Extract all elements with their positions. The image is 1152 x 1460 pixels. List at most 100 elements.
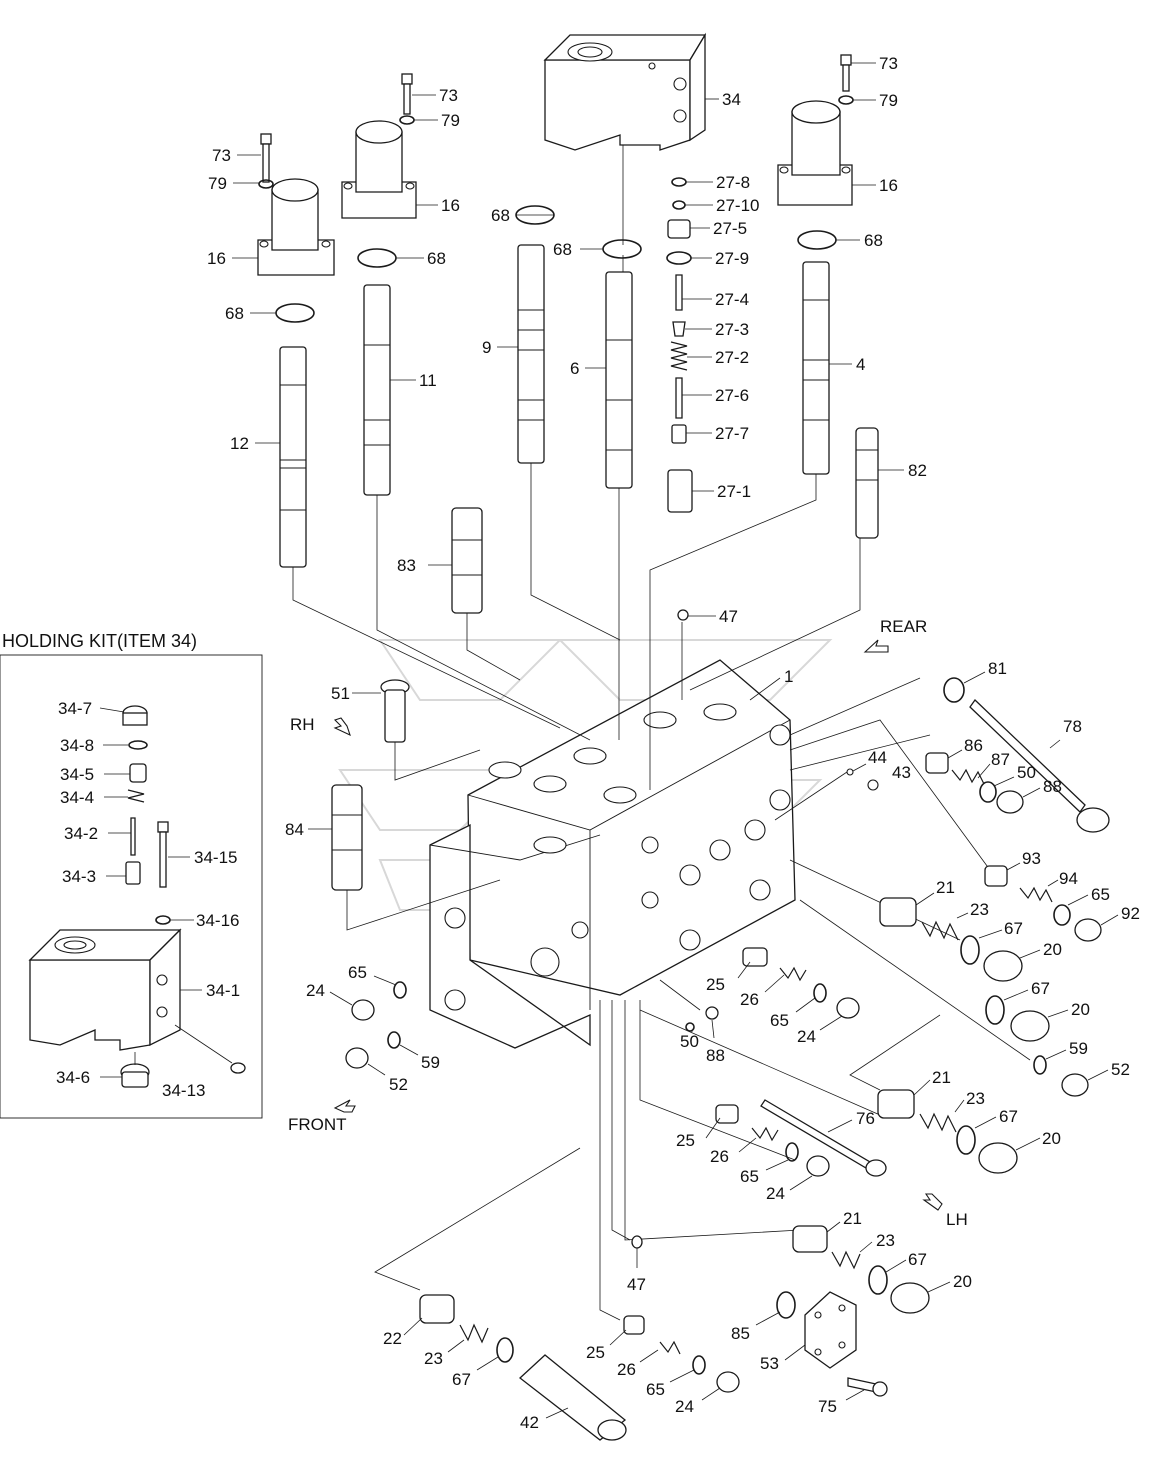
direction-rh: RH xyxy=(290,715,315,734)
main-valve-body-1 xyxy=(429,659,796,1049)
label-79: 79 xyxy=(441,111,460,130)
label-11: 11 xyxy=(419,371,437,390)
label-68: 68 xyxy=(491,206,510,225)
holding-block-34 xyxy=(543,32,707,151)
leader-lines xyxy=(99,62,1119,1419)
spool-4 xyxy=(802,261,830,475)
label-85: 85 xyxy=(731,1324,750,1343)
label-34-6: 34-6 xyxy=(56,1068,90,1087)
label-34-3: 34-3 xyxy=(62,867,96,886)
label-1: 1 xyxy=(784,667,793,686)
label-24: 24 xyxy=(766,1184,785,1203)
label-65: 65 xyxy=(740,1167,759,1186)
label-27-6: 27-6 xyxy=(715,386,749,405)
label-87: 87 xyxy=(991,750,1010,769)
label-25: 25 xyxy=(586,1343,605,1362)
label-26: 26 xyxy=(710,1147,729,1166)
label-21: 21 xyxy=(936,878,955,897)
label-68: 68 xyxy=(864,231,883,250)
label-42: 42 xyxy=(520,1413,539,1432)
label-84: 84 xyxy=(285,820,304,839)
label-21: 21 xyxy=(843,1209,862,1228)
label-23: 23 xyxy=(424,1349,443,1368)
label-52: 52 xyxy=(389,1075,408,1094)
label-34-2: 34-2 xyxy=(64,824,98,843)
label-81: 81 xyxy=(988,659,1007,678)
label-34-1: 34-1 xyxy=(206,981,240,1000)
label-34-7: 34-7 xyxy=(58,699,92,718)
label-27-4: 27-4 xyxy=(715,290,749,309)
bolt-73-right xyxy=(838,54,854,105)
label-6: 6 xyxy=(570,359,579,378)
label-25: 25 xyxy=(706,975,725,994)
label-53: 53 xyxy=(760,1354,779,1373)
label-67: 67 xyxy=(908,1250,927,1269)
holding-kit-title: HOLDING KIT(ITEM 34) xyxy=(2,631,197,651)
label-22: 22 xyxy=(383,1329,402,1348)
label-43: 43 xyxy=(892,763,911,782)
label-16: 16 xyxy=(441,196,460,215)
label-27-7: 27-7 xyxy=(715,424,749,443)
label-50: 50 xyxy=(680,1032,699,1051)
label-24: 24 xyxy=(306,981,325,1000)
label-27-3: 27-3 xyxy=(715,320,749,339)
label-44: 44 xyxy=(868,748,887,767)
bolt-73-left xyxy=(258,133,274,189)
label-52: 52 xyxy=(1111,1060,1130,1079)
label-24: 24 xyxy=(675,1397,694,1416)
small-parts xyxy=(345,609,1110,1441)
solenoid-valve-right xyxy=(777,100,853,206)
label-23: 23 xyxy=(876,1231,895,1250)
label-34: 34 xyxy=(722,90,741,109)
label-27-8: 27-8 xyxy=(716,173,750,192)
spool-9 xyxy=(517,244,545,464)
label-79: 79 xyxy=(879,91,898,110)
label-88: 88 xyxy=(1043,777,1062,796)
relief-valve-84 xyxy=(331,784,363,891)
label-34-5: 34-5 xyxy=(60,765,94,784)
label-20: 20 xyxy=(1071,1000,1090,1019)
label-82: 82 xyxy=(908,461,927,480)
label-68: 68 xyxy=(553,240,572,259)
label-94: 94 xyxy=(1059,869,1078,888)
label-27-5: 27-5 xyxy=(713,219,747,238)
label-59: 59 xyxy=(1069,1039,1088,1058)
spool-6 xyxy=(605,271,633,489)
relief-valve-82 xyxy=(855,427,879,539)
relief-valve-83 xyxy=(451,507,483,614)
label-78: 78 xyxy=(1063,717,1082,736)
label-27-10: 27-10 xyxy=(716,196,759,215)
label-23: 23 xyxy=(970,900,989,919)
label-34-15: 34-15 xyxy=(194,848,237,867)
label-16: 16 xyxy=(207,249,226,268)
label-51: 51 xyxy=(331,684,350,703)
label-68: 68 xyxy=(225,304,244,323)
label-93: 93 xyxy=(1022,849,1041,868)
label-73: 73 xyxy=(879,54,898,73)
label-65: 65 xyxy=(348,963,367,982)
label-23: 23 xyxy=(966,1089,985,1108)
label-12: 12 xyxy=(230,434,249,453)
solenoid-valve-left xyxy=(257,178,335,276)
bolt-73-middle xyxy=(399,73,415,125)
label-25: 25 xyxy=(676,1131,695,1150)
label-26: 26 xyxy=(617,1360,636,1379)
label-27-2: 27-2 xyxy=(715,348,749,367)
label-34-4: 34-4 xyxy=(60,788,94,807)
label-20: 20 xyxy=(1042,1129,1061,1148)
label-47: 47 xyxy=(719,607,738,626)
solenoid-valve-middle xyxy=(341,120,417,219)
label-27-1: 27-1 xyxy=(717,482,751,501)
label-76: 76 xyxy=(856,1109,875,1128)
label-26: 26 xyxy=(740,990,759,1009)
parts-27-series xyxy=(666,177,693,513)
label-50: 50 xyxy=(1017,763,1036,782)
direction-front: FRONT xyxy=(288,1115,347,1134)
label-88: 88 xyxy=(706,1046,725,1065)
label-21: 21 xyxy=(932,1068,951,1087)
direction-arrows xyxy=(333,639,943,1211)
label-86: 86 xyxy=(964,736,983,755)
label-73: 73 xyxy=(212,146,231,165)
label-9: 9 xyxy=(482,338,491,357)
